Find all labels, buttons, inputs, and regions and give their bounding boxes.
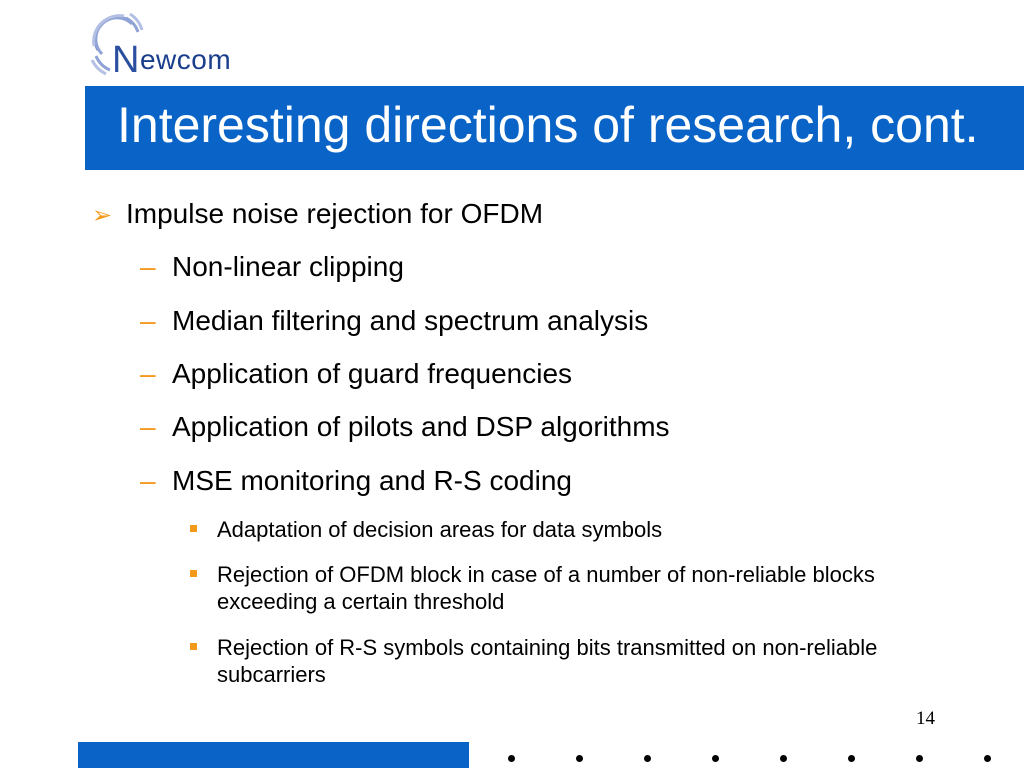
subsub-bullet: Rejection of R-S symbols containing bits…: [190, 634, 910, 688]
footer-dot: [984, 755, 991, 762]
footer-dot: [916, 755, 923, 762]
subsub-bullet-text: Rejection of R-S symbols containing bits…: [217, 635, 878, 687]
footer-dot: [508, 755, 515, 762]
main-bullet: ➢ Impulse noise rejection for OFDM: [92, 198, 543, 230]
page-number: 14: [916, 708, 935, 729]
main-bullet-text: Impulse noise rejection for OFDM: [126, 198, 544, 229]
footer-dot: [848, 755, 855, 762]
arrow-bullet-icon: ➢: [92, 202, 113, 229]
footer-bar: [78, 742, 469, 768]
dash-bullet-icon: –: [140, 465, 156, 496]
slide-title: Interesting directions of research, cont…: [117, 97, 979, 153]
sub-bullet: –Application of guard frequencies: [140, 358, 572, 390]
footer-dot: [576, 755, 583, 762]
footer-dot: [644, 755, 651, 762]
dash-bullet-icon: –: [140, 411, 156, 442]
sub-bullet: –MSE monitoring and R-S coding: [140, 465, 572, 497]
sub-bullet-text: Non-linear clipping: [172, 251, 404, 282]
subsub-bullet-text: Adaptation of decision areas for data sy…: [217, 517, 663, 542]
sub-bullet-text: Application of guard frequencies: [172, 358, 573, 389]
logo-rest: ewcom: [139, 44, 232, 75]
title-bar: Interesting directions of research, cont…: [85, 86, 1024, 170]
square-bullet-icon: [190, 525, 197, 532]
sub-bullet-text: MSE monitoring and R-S coding: [172, 465, 572, 496]
subsub-bullet-text: Rejection of OFDM block in case of a num…: [217, 562, 875, 614]
sub-bullet-text: Median filtering and spectrum analysis: [172, 305, 649, 336]
subsub-bullet: Adaptation of decision areas for data sy…: [190, 516, 930, 543]
sub-bullet: –Median filtering and spectrum analysis: [140, 305, 648, 337]
logo-wordmark: Newcom: [112, 36, 232, 81]
square-bullet-icon: [190, 643, 197, 650]
dash-bullet-icon: –: [140, 251, 156, 282]
sub-bullet: –Non-linear clipping: [140, 251, 404, 283]
dash-bullet-icon: –: [140, 305, 156, 336]
logo-swirl-icon: [90, 12, 144, 76]
footer-dot: [780, 755, 787, 762]
sub-bullet-text: Application of pilots and DSP algorithms: [172, 411, 670, 442]
square-bullet-icon: [190, 570, 197, 577]
newcom-logo: Newcom: [88, 10, 258, 82]
logo-initial: N: [112, 39, 140, 81]
sub-bullet: –Application of pilots and DSP algorithm…: [140, 411, 670, 443]
subsub-bullet: Rejection of OFDM block in case of a num…: [190, 561, 910, 615]
dash-bullet-icon: –: [140, 358, 156, 389]
footer-dot: [712, 755, 719, 762]
